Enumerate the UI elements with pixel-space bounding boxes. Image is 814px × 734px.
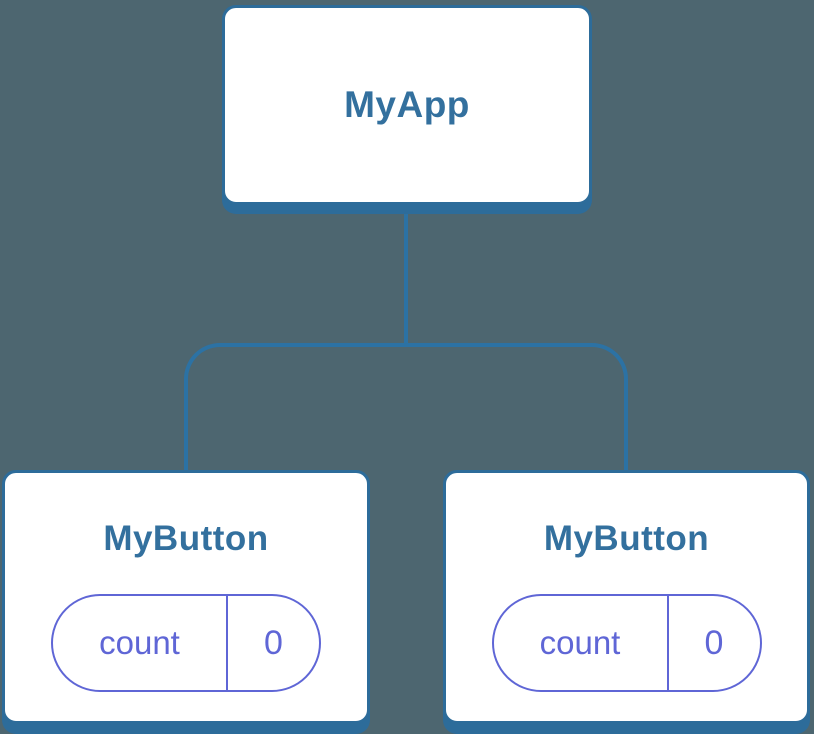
child-component-label: MyButton bbox=[103, 519, 269, 558]
state-value: 0 bbox=[226, 596, 319, 690]
root-component-label: MyApp bbox=[344, 84, 470, 125]
state-value: 0 bbox=[666, 596, 760, 690]
state-name: count bbox=[99, 624, 180, 661]
child-component-node-left: MyButton count 0 bbox=[2, 470, 370, 724]
root-component-node: MyApp bbox=[222, 5, 592, 205]
child-component-label: MyButton bbox=[543, 519, 710, 558]
state-pill: count 0 bbox=[51, 594, 321, 692]
child-component-node-right: MyButton count 0 bbox=[443, 470, 810, 724]
children-connector-bracket bbox=[184, 343, 628, 470]
state-pill: count 0 bbox=[491, 594, 762, 692]
state-name: count bbox=[539, 624, 621, 661]
root-connector-line bbox=[404, 214, 408, 344]
